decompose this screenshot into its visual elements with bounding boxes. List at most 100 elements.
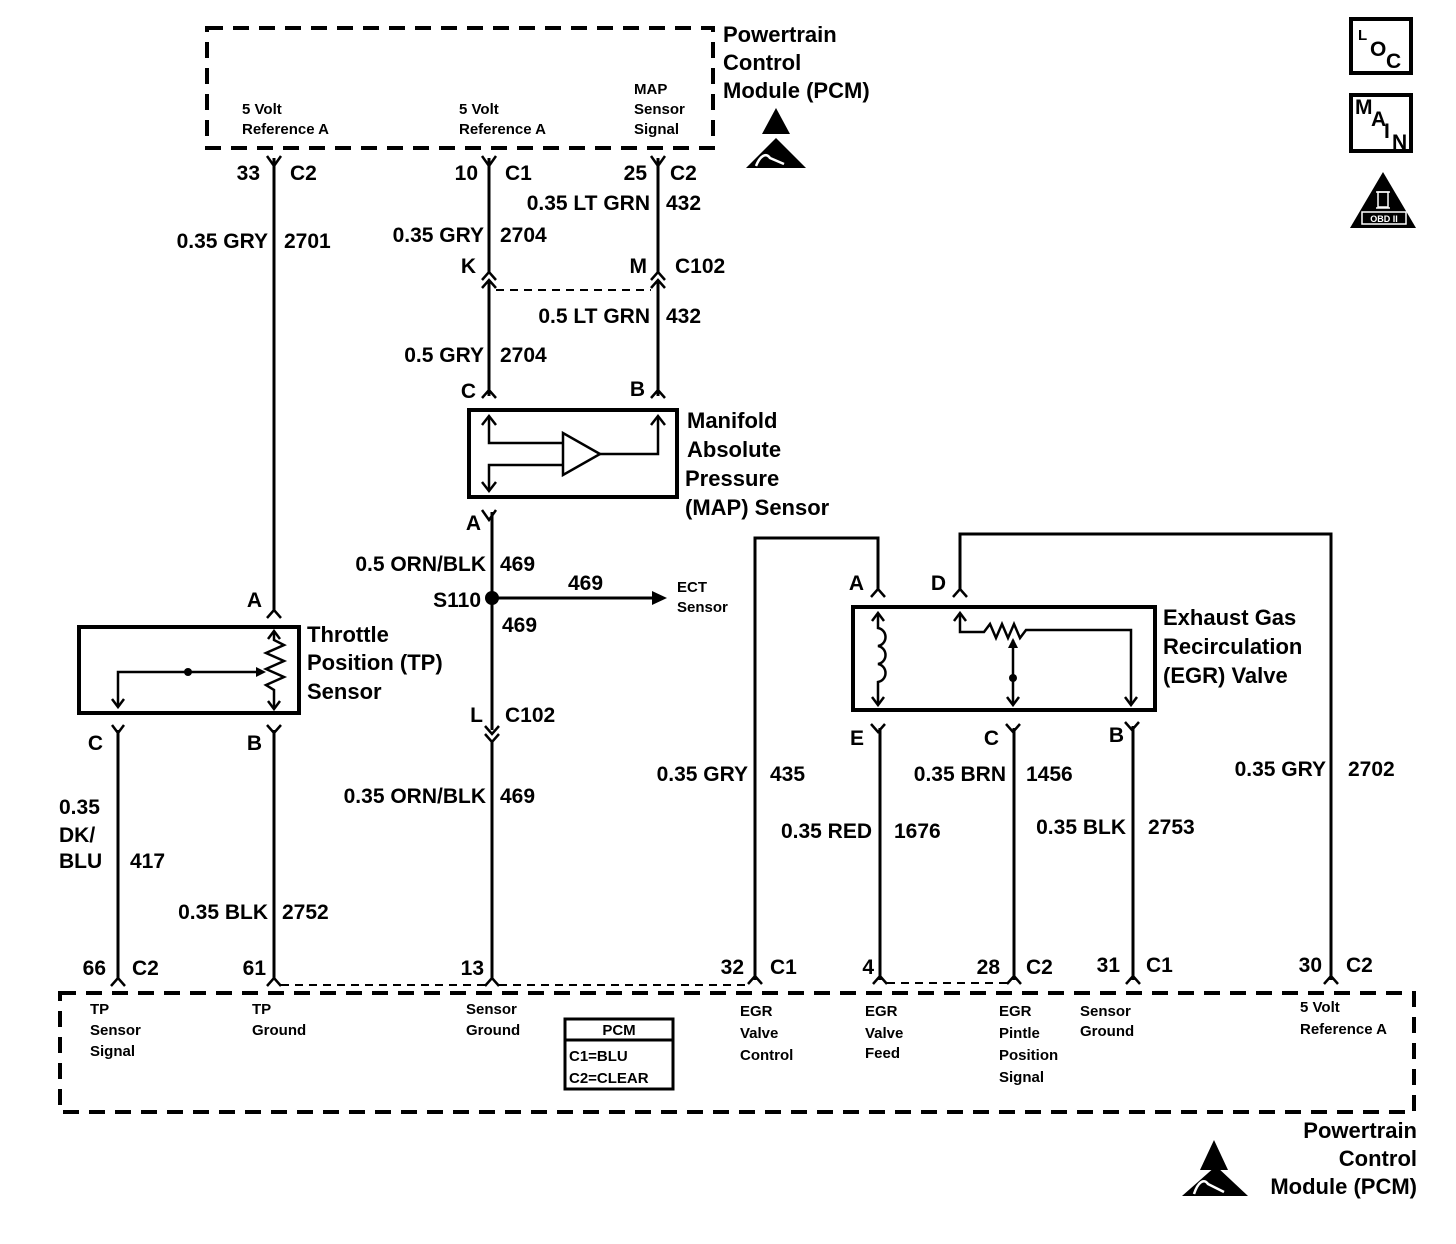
wire-469-to-ect[interactable]: 469 ECT Sensor: [492, 572, 728, 616]
esd-warning-icon: [746, 108, 806, 168]
wire-2704-top[interactable]: 0.35 GRY 2704: [393, 158, 547, 272]
wire-1676[interactable]: 0.35 RED 1676: [781, 728, 941, 980]
wire-circuit: 417: [130, 850, 165, 873]
wire-417[interactable]: 0.35 DK/ BLU 417: [59, 730, 165, 980]
egr-valve[interactable]: A D Exhaust Gas Recirculation (EGR) Valv…: [849, 572, 1303, 750]
pcm-pin61-label-2: Ground: [252, 1022, 306, 1039]
wire-2704-bottom[interactable]: 0.5 GRY 2704: [404, 282, 547, 396]
amplifier-icon: [561, 430, 603, 478]
tp-sensor-title-2: Position (TP): [307, 650, 443, 675]
wire-circuit: 1456: [1026, 763, 1073, 786]
connector-male-icon: [747, 974, 763, 985]
wire-gauge-color: 0.5 GRY: [404, 344, 484, 367]
loc-icon[interactable]: L O C: [1349, 17, 1413, 75]
wire-432-top[interactable]: 0.35 LT GRN 432: [527, 158, 701, 272]
pintle-resistor-icon: [958, 614, 1133, 704]
pin-number: 25: [624, 162, 648, 185]
wire-circuit: 1676: [894, 820, 941, 843]
pcm-pin61-label-1: TP: [252, 1001, 271, 1018]
svg-text:OBD II: OBD II: [1370, 214, 1398, 224]
connector-id: C2: [1346, 954, 1373, 977]
pin-c: C: [461, 380, 476, 403]
pin-number: 61: [243, 957, 267, 980]
wire-circuit: 432: [666, 192, 701, 215]
solenoid-coil-icon: [876, 614, 887, 704]
pcm-pin28-label-1: EGR: [999, 1003, 1032, 1020]
connector-id: C2: [132, 957, 159, 980]
connector-id: C102: [675, 255, 725, 278]
wire-2702[interactable]: 0.35 GRY 2702: [958, 532, 1395, 980]
pcm-bottom-module: TP Sensor Signal TP Ground Sensor Ground…: [58, 991, 1417, 1199]
wire-gauge-color: 0.35 GRY: [393, 224, 484, 247]
pin-number: 30: [1299, 954, 1322, 977]
pcm-bottom-title-2: Control: [1339, 1146, 1417, 1171]
pcm-bottom-dashed-outline: [58, 991, 1416, 1114]
connector-id: C1: [1146, 954, 1173, 977]
tp-sensor[interactable]: A Throttle Position (TP) Sensor C B: [77, 589, 443, 755]
svg-text:L: L: [1358, 27, 1367, 44]
wire-432-bottom[interactable]: 0.5 LT GRN 432: [538, 282, 701, 396]
map-sensor-title-2: Absolute: [687, 437, 781, 462]
pin-number: 31: [1097, 954, 1121, 977]
connector-female-icon: [870, 723, 886, 734]
potentiometer-icon: [262, 632, 288, 708]
pcm-pin66-label-3: Signal: [90, 1043, 135, 1060]
tp-sensor-box: [77, 625, 301, 715]
arrow-right-icon: [652, 591, 667, 605]
connector-male-icon: [266, 608, 282, 619]
obd-ii-icon[interactable]: OBD II: [1350, 172, 1416, 228]
wire-2752[interactable]: 0.35 BLK 2752: [178, 730, 329, 980]
splice-s110[interactable]: S110: [433, 589, 499, 612]
wire-gauge-color: 0.35 BLK: [178, 901, 268, 924]
pcm-bottom-pin-31: 31 C1: [1097, 954, 1173, 985]
egr-valve-title-2: Recirculation: [1163, 634, 1302, 659]
wire-circuit: 435: [770, 763, 805, 786]
pin-c: C: [88, 732, 103, 755]
pin-e: E: [850, 727, 864, 750]
pin-b: B: [630, 378, 645, 401]
wire-gauge-color: 0.35 GRY: [177, 230, 268, 253]
map-sensor[interactable]: C B Manifold Absolute Pressure (MAP) Sen…: [461, 378, 830, 535]
connector-id: C102: [505, 704, 555, 727]
wire-circuit: 469: [502, 614, 537, 637]
pcm-top-pin10-label-1: 5 Volt: [459, 101, 499, 118]
pin-number: 4: [862, 956, 874, 979]
pcm-bottom-pin-32: 32 C1: [721, 956, 797, 985]
map-sensor-title-4: (MAP) Sensor: [685, 495, 830, 520]
connector-c102-top: K M C102: [461, 255, 725, 291]
pin-number: 13: [461, 957, 484, 980]
pcm-pin30-label-2: Reference A: [1300, 1021, 1387, 1038]
wire-469-lower[interactable]: 0.35 ORN/BLK 469: [344, 742, 535, 980]
wire-gauge-color-3: BLU: [59, 850, 102, 873]
pin-k: K: [461, 255, 476, 278]
pcm-top-pin25-label-1: MAP: [634, 81, 667, 98]
pin-m: M: [630, 255, 648, 278]
wire-435[interactable]: 0.35 GRY 435: [657, 536, 880, 980]
wire-2701[interactable]: 0.35 GRY 2701: [177, 158, 331, 610]
wire-2753[interactable]: 0.35 BLK 2753: [1036, 726, 1195, 980]
wire-469-middle[interactable]: 469: [490, 598, 537, 730]
wire-gauge-color: 0.35 GRY: [1235, 758, 1326, 781]
pcm-top-pin25-label-3: Signal: [634, 121, 679, 138]
wire-circuit: 2704: [500, 224, 547, 247]
wire-gauge-color-1: 0.35: [59, 796, 100, 819]
connector-male-icon: [1323, 974, 1339, 985]
pcm-pin32-label-2: Valve: [740, 1025, 778, 1042]
pin-b: B: [1109, 724, 1124, 747]
wire-circuit: 2752: [282, 901, 329, 924]
svg-text:C: C: [1386, 50, 1401, 73]
pcm-top-pin-25: 25 C2: [624, 155, 697, 185]
pcm-pin4-label-2: Valve: [865, 1025, 903, 1042]
pcm-top-pin-10: 10 C1: [455, 155, 532, 185]
wire-gauge-color: 0.35 GRY: [657, 763, 748, 786]
pin-number: 10: [455, 162, 478, 185]
connector-id: C1: [505, 162, 532, 185]
pcm-pin31-label-2: Ground: [1080, 1023, 1134, 1040]
connector-male-icon: [484, 976, 500, 987]
wire-469-upper[interactable]: 0.5 ORN/BLK 469: [355, 512, 535, 598]
wire-circuit: 2702: [1348, 758, 1395, 781]
main-icon[interactable]: M A I N: [1349, 93, 1413, 154]
wire-1456[interactable]: 0.35 BRN 1456: [914, 728, 1073, 980]
splice-name: S110: [433, 589, 481, 612]
